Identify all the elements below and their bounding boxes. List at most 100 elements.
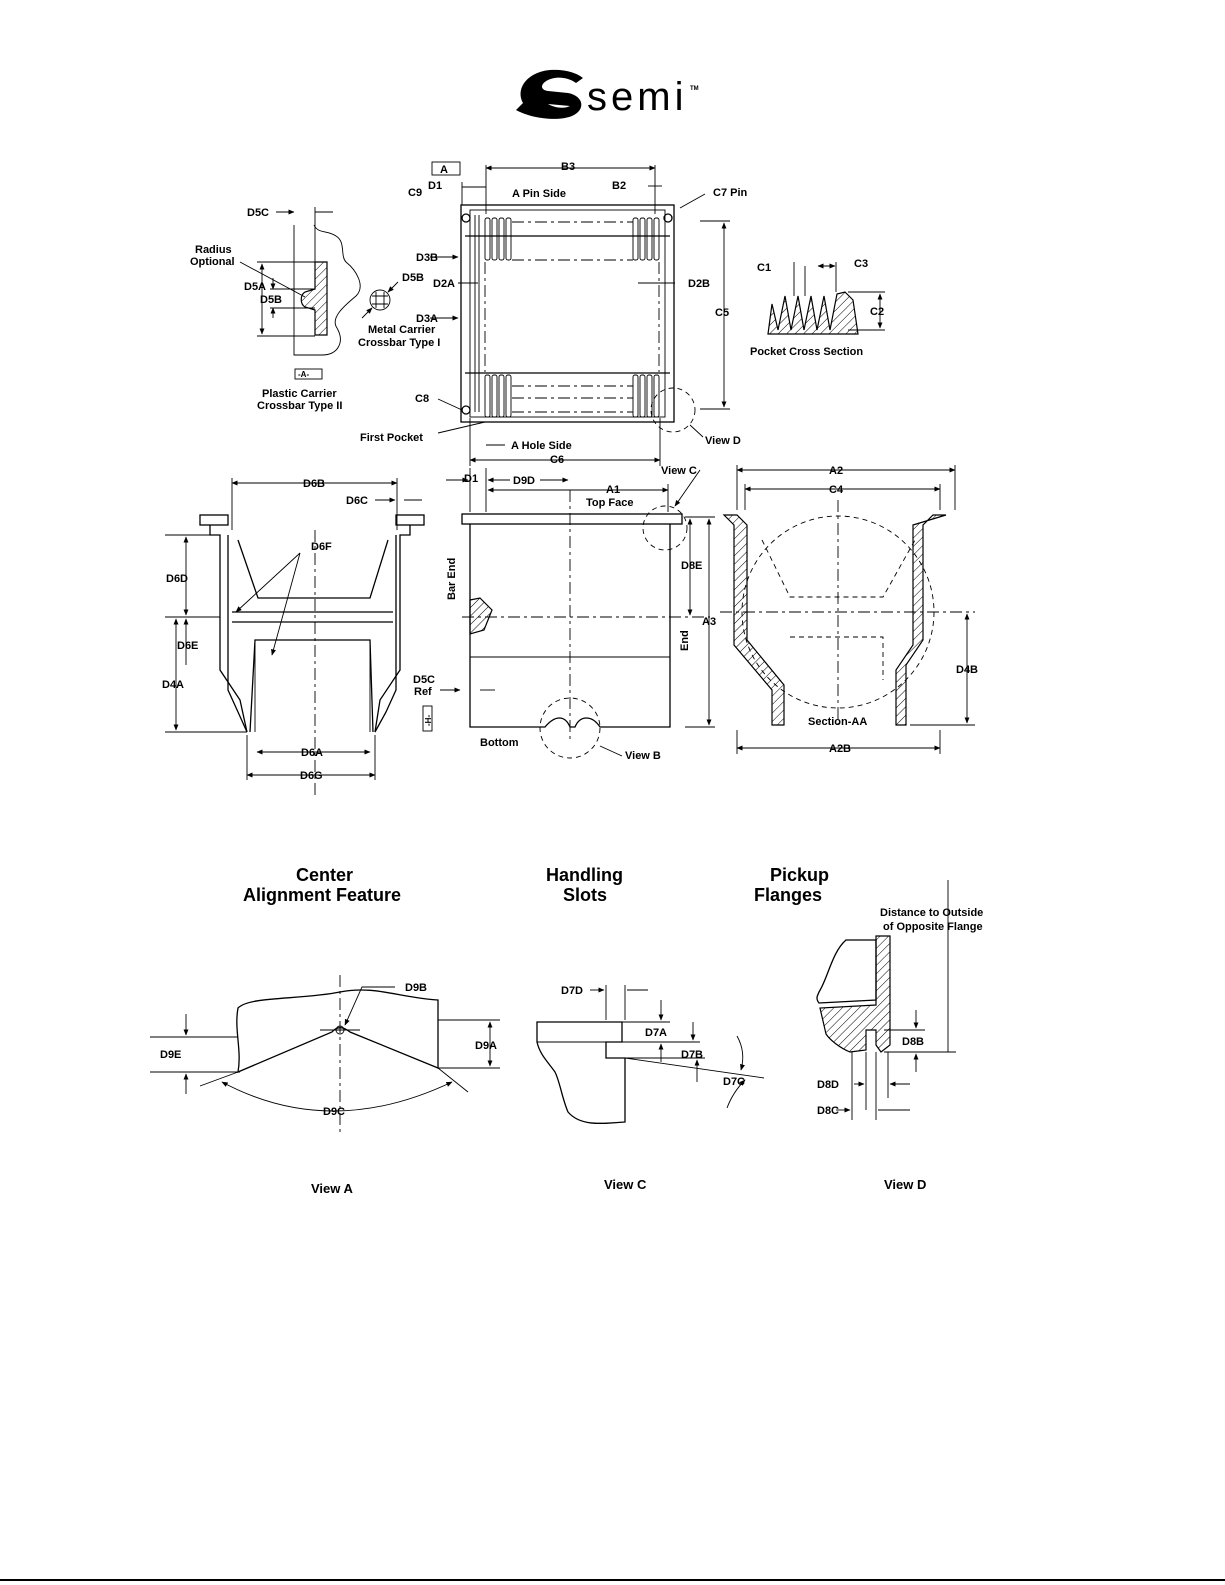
plastic-crossbar-detail (239, 207, 361, 380)
d2a-label: D2A (433, 278, 455, 290)
first-pocket-label: First Pocket (360, 432, 423, 444)
radius-optional-label-2: Optional (190, 256, 235, 268)
d6d-label: D6D (166, 573, 188, 585)
d6e-label: D6E (177, 640, 198, 652)
d9a-label: D9A (475, 1040, 497, 1052)
bottom-label: Bottom (480, 737, 519, 749)
view-a-title-line2: Alignment Feature (243, 885, 401, 905)
semi-wordmark: semi (587, 75, 687, 119)
datum-a-label: A (440, 164, 448, 176)
c9-label: C9 (408, 187, 422, 199)
a1-label: A1 (606, 484, 620, 496)
section-aa-label: Section-AA (808, 716, 867, 728)
view-d-title-line1: Pickup (770, 865, 829, 885)
c5-label: C5 (715, 307, 729, 319)
view-d-label: View D (705, 435, 741, 447)
d3a-label: D3A (416, 313, 438, 325)
d7d-label: D7D (561, 985, 583, 997)
section-aa-view (720, 465, 975, 754)
view-c-caption: View C (604, 1177, 647, 1192)
d5b-metal-label: D5B (402, 272, 424, 284)
footer-rule (0, 1579, 1225, 1581)
d6a-label: D6A (301, 747, 323, 759)
metal-crossbar-detail (361, 281, 399, 319)
plastic-carrier-label-2: Crossbar Type II (257, 400, 342, 412)
d7b-label: D7B (681, 1049, 703, 1061)
metal-carrier-label-1: Metal Carrier (368, 324, 436, 336)
view-d-note-line1: Distance to Outside (880, 907, 983, 919)
semi-swoosh-icon (516, 69, 583, 119)
c8-hole-icon (461, 405, 471, 415)
c7-pin-label: C7 Pin (713, 187, 748, 199)
d7a-label: D7A (645, 1027, 667, 1039)
a3-label: A3 (702, 616, 716, 628)
d9c-label: D9C (323, 1106, 345, 1118)
b2-label: B2 (612, 180, 626, 192)
carrier-side-view (422, 468, 715, 759)
view-a-detail (150, 975, 500, 1132)
d6f-label: D6F (311, 541, 332, 553)
c2-label: C2 (870, 306, 884, 318)
d4a-label: D4A (162, 679, 184, 691)
d8b-label: D8B (902, 1036, 924, 1048)
c7-pin-icon (663, 213, 673, 223)
a2-label: A2 (829, 465, 843, 477)
c1-label: C1 (757, 262, 771, 274)
c8-label: C8 (415, 393, 429, 405)
d9d-label: D9D (513, 475, 535, 487)
d6c-label: D6C (346, 495, 368, 507)
d8e-label: D8E (681, 560, 702, 572)
view-d-title-line2: Flanges (754, 885, 822, 905)
d1-mid-label: D1 (464, 473, 478, 485)
semi-logo: semi TM (516, 69, 699, 119)
view-d-caption: View D (884, 1177, 926, 1192)
d6b-label: D6B (303, 478, 325, 490)
a-pin-side-label: A Pin Side (512, 188, 566, 200)
c4-label: C4 (829, 484, 844, 496)
end-label: End (679, 630, 691, 651)
pocket-cross-section (767, 262, 885, 335)
view-d-detail (816, 880, 956, 1120)
view-c-title-line1: Handling (546, 865, 623, 885)
trademark-mark: TM (690, 86, 699, 92)
d9e-label: D9E (160, 1049, 181, 1061)
view-a-caption: View A (311, 1181, 354, 1196)
plastic-carrier-label-1: Plastic Carrier (262, 388, 337, 400)
pocket-cross-section-label: Pocket Cross Section (750, 346, 863, 358)
d8c-label: D8C (817, 1105, 839, 1117)
view-c-detail (536, 985, 765, 1125)
d5a-label: D5A (244, 281, 266, 293)
view-b-label: View B (625, 750, 661, 762)
d2b-label: D2B (688, 278, 710, 290)
c3-label: C3 (854, 258, 868, 270)
d3b-label: D3B (416, 252, 438, 264)
carrier-end-view (165, 478, 425, 795)
view-d-note-line2: of Opposite Flange (883, 921, 983, 933)
c9-pin-hole-icon (461, 213, 471, 223)
c6-label: C6 (550, 454, 564, 466)
d8d-label: D8D (817, 1079, 839, 1091)
top-face-label: Top Face (586, 497, 633, 509)
radius-optional-label-1: Radius (195, 244, 232, 256)
d5c-ref-label-2: Ref (414, 686, 432, 698)
a2b-label: A2B (829, 743, 851, 755)
d7c-label: D7C (723, 1076, 745, 1088)
d5c-label: D5C (247, 207, 269, 219)
metal-carrier-label-2: Crossbar Type I (358, 337, 440, 349)
d1-label: D1 (428, 180, 442, 192)
view-c-title-line2: Slots (563, 885, 607, 905)
view-c-mid-label: View C (661, 465, 697, 477)
datum-a-box-label: -A- (298, 370, 309, 379)
datum-h-label: -H- (424, 715, 433, 726)
carrier-plan-view (430, 161, 730, 466)
d6g-label: D6G (300, 770, 323, 782)
d9b-label: D9B (405, 982, 427, 994)
view-a-title-line1: Center (296, 865, 353, 885)
bar-end-label: Bar End (446, 558, 458, 600)
b3-label: B3 (561, 161, 575, 173)
d5b-label: D5B (260, 294, 282, 306)
a-hole-side-label: A Hole Side (511, 440, 572, 452)
d5c-ref-label-1: D5C (413, 674, 435, 686)
d4b-label: D4B (956, 664, 978, 676)
